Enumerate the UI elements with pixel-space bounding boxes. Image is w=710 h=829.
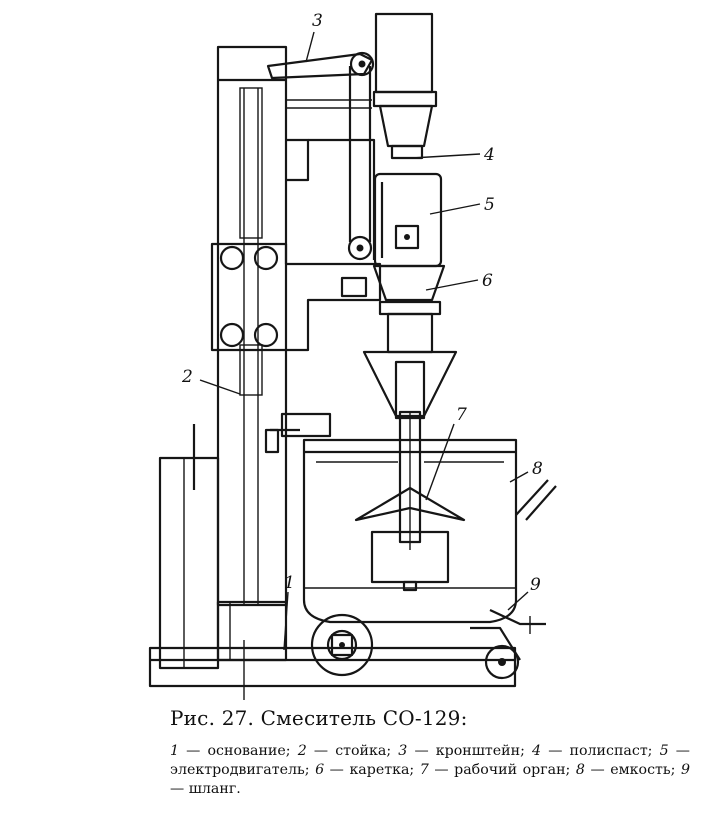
legend-num-6: 6 [315, 762, 325, 778]
legend-num-4: 4 [532, 743, 542, 759]
auxiliary-tank [158, 424, 220, 670]
legend-num-1: 1 [170, 743, 180, 759]
callout-7: 7 [456, 405, 467, 425]
container [264, 412, 557, 624]
pulley-block [308, 66, 376, 261]
callout-9: 9 [530, 575, 541, 595]
legend-text-5: электродвигатель; [170, 762, 310, 778]
figure-legend: 1 — основание; 2 — стойка; 3 — кронштейн… [170, 743, 690, 797]
leader-lines [199, 31, 529, 651]
callout-4: 4 [483, 145, 495, 165]
legend-num-7: 7 [419, 762, 429, 778]
legend-text-2: стойка; [335, 743, 392, 759]
legend-text-7: рабочий орган; [454, 762, 571, 778]
callout-5: 5 [484, 195, 495, 215]
legend-num-5: 5 [659, 743, 669, 759]
callout-3: 3 [312, 11, 323, 31]
callout-6: 6 [482, 271, 493, 291]
bracket [266, 51, 375, 182]
hose [489, 609, 546, 634]
legend-text-8: емкость; [610, 762, 676, 778]
wheels [310, 613, 521, 680]
upper-motor-housing [372, 12, 438, 160]
legend-text-6: каретка; [349, 762, 415, 778]
callout-2: 2 [181, 367, 193, 387]
legend-text-1: основание; [207, 743, 291, 759]
callout-1: 1 [284, 573, 295, 593]
working-body [354, 350, 466, 592]
mixer-technical-drawing: 1 2 3 4 5 6 7 8 9 [148, 11, 557, 700]
figure-caption: Рис. 27. Смеситель СО-129: 1 — основание… [170, 706, 690, 799]
legend-text-9: шланг. [188, 781, 241, 797]
callout-8: 8 [532, 459, 543, 479]
legend-num-2: 2 [297, 743, 307, 759]
electric-motor [373, 172, 443, 268]
figure-title: Рис. 27. Смеситель СО-129: [170, 706, 468, 730]
legend-text-4: полиспаст; [569, 743, 653, 759]
carriage [210, 242, 446, 354]
legend-text-3: кронштейн; [435, 743, 525, 759]
legend-num-9: 9 [680, 762, 690, 778]
legend-num-8: 8 [575, 762, 585, 778]
stand-column [216, 45, 288, 607]
legend-num-3: 3 [398, 743, 408, 759]
